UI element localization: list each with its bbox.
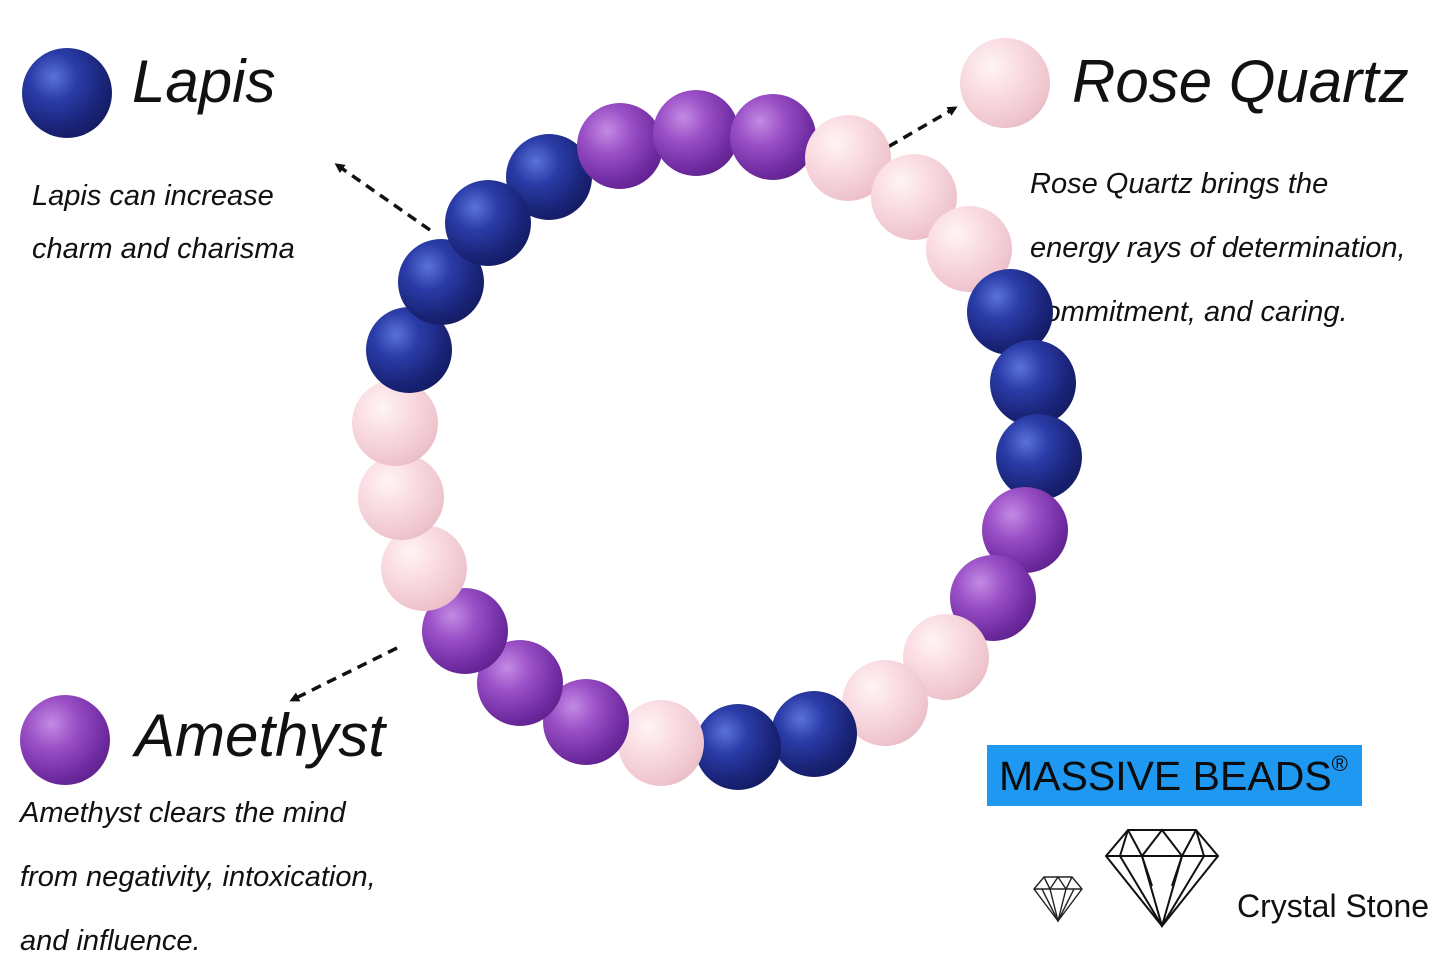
brand-name: MASSIVE BEADS (999, 753, 1332, 799)
lapis-description-line: charm and charisma (32, 233, 295, 265)
amethyst-bead (652, 89, 739, 176)
rose-bead (352, 380, 439, 467)
lapis-description: Lapis can increase charm and charisma (32, 170, 295, 276)
lapis-bead (771, 690, 858, 777)
rose-bead (617, 700, 704, 787)
amethyst-description: Amethyst clears the mind from negativity… (20, 781, 376, 973)
lapis-bead (445, 180, 532, 267)
rose-quartz-sample-bead (960, 38, 1050, 128)
lapis-sample-bead (22, 48, 112, 138)
lapis-title: Lapis (132, 48, 276, 115)
rose-bead (357, 454, 444, 541)
lapis-arrow (334, 163, 432, 232)
crystal-stone-label: Crystal Stone (1237, 888, 1430, 924)
amethyst-title: Amethyst (135, 702, 386, 769)
lapis-bead (990, 339, 1077, 426)
brand-logo-box: MASSIVE BEADS® (987, 745, 1362, 807)
amethyst-sample-bead (20, 695, 110, 785)
amethyst-description-line: Amethyst clears the mind (20, 797, 346, 829)
large-diamond-icon (1104, 828, 1220, 928)
rose-quartz-description: Rose Quartz brings the energy rays of de… (1030, 152, 1406, 344)
registered-mark: ® (1331, 751, 1348, 776)
amethyst-bead (576, 103, 663, 190)
amethyst-arrow (289, 646, 398, 702)
rose-quartz-description-line: commitment, and caring. (1030, 296, 1348, 328)
rose-quartz-description-line: Rose Quartz brings the (1030, 168, 1329, 200)
amethyst-description-line: from negativity, intoxication, (20, 861, 376, 893)
lapis-description-line: Lapis can increase (32, 180, 274, 212)
lapis-bead (695, 704, 782, 791)
small-diamond-icon (1033, 875, 1083, 923)
rose-quartz-title: Rose Quartz (1072, 48, 1409, 115)
lapis-bead (995, 413, 1082, 500)
amethyst-bead (730, 93, 817, 180)
amethyst-description-line: and influence. (20, 925, 201, 957)
rose-quartz-description-line: energy rays of determination, (1030, 232, 1406, 264)
